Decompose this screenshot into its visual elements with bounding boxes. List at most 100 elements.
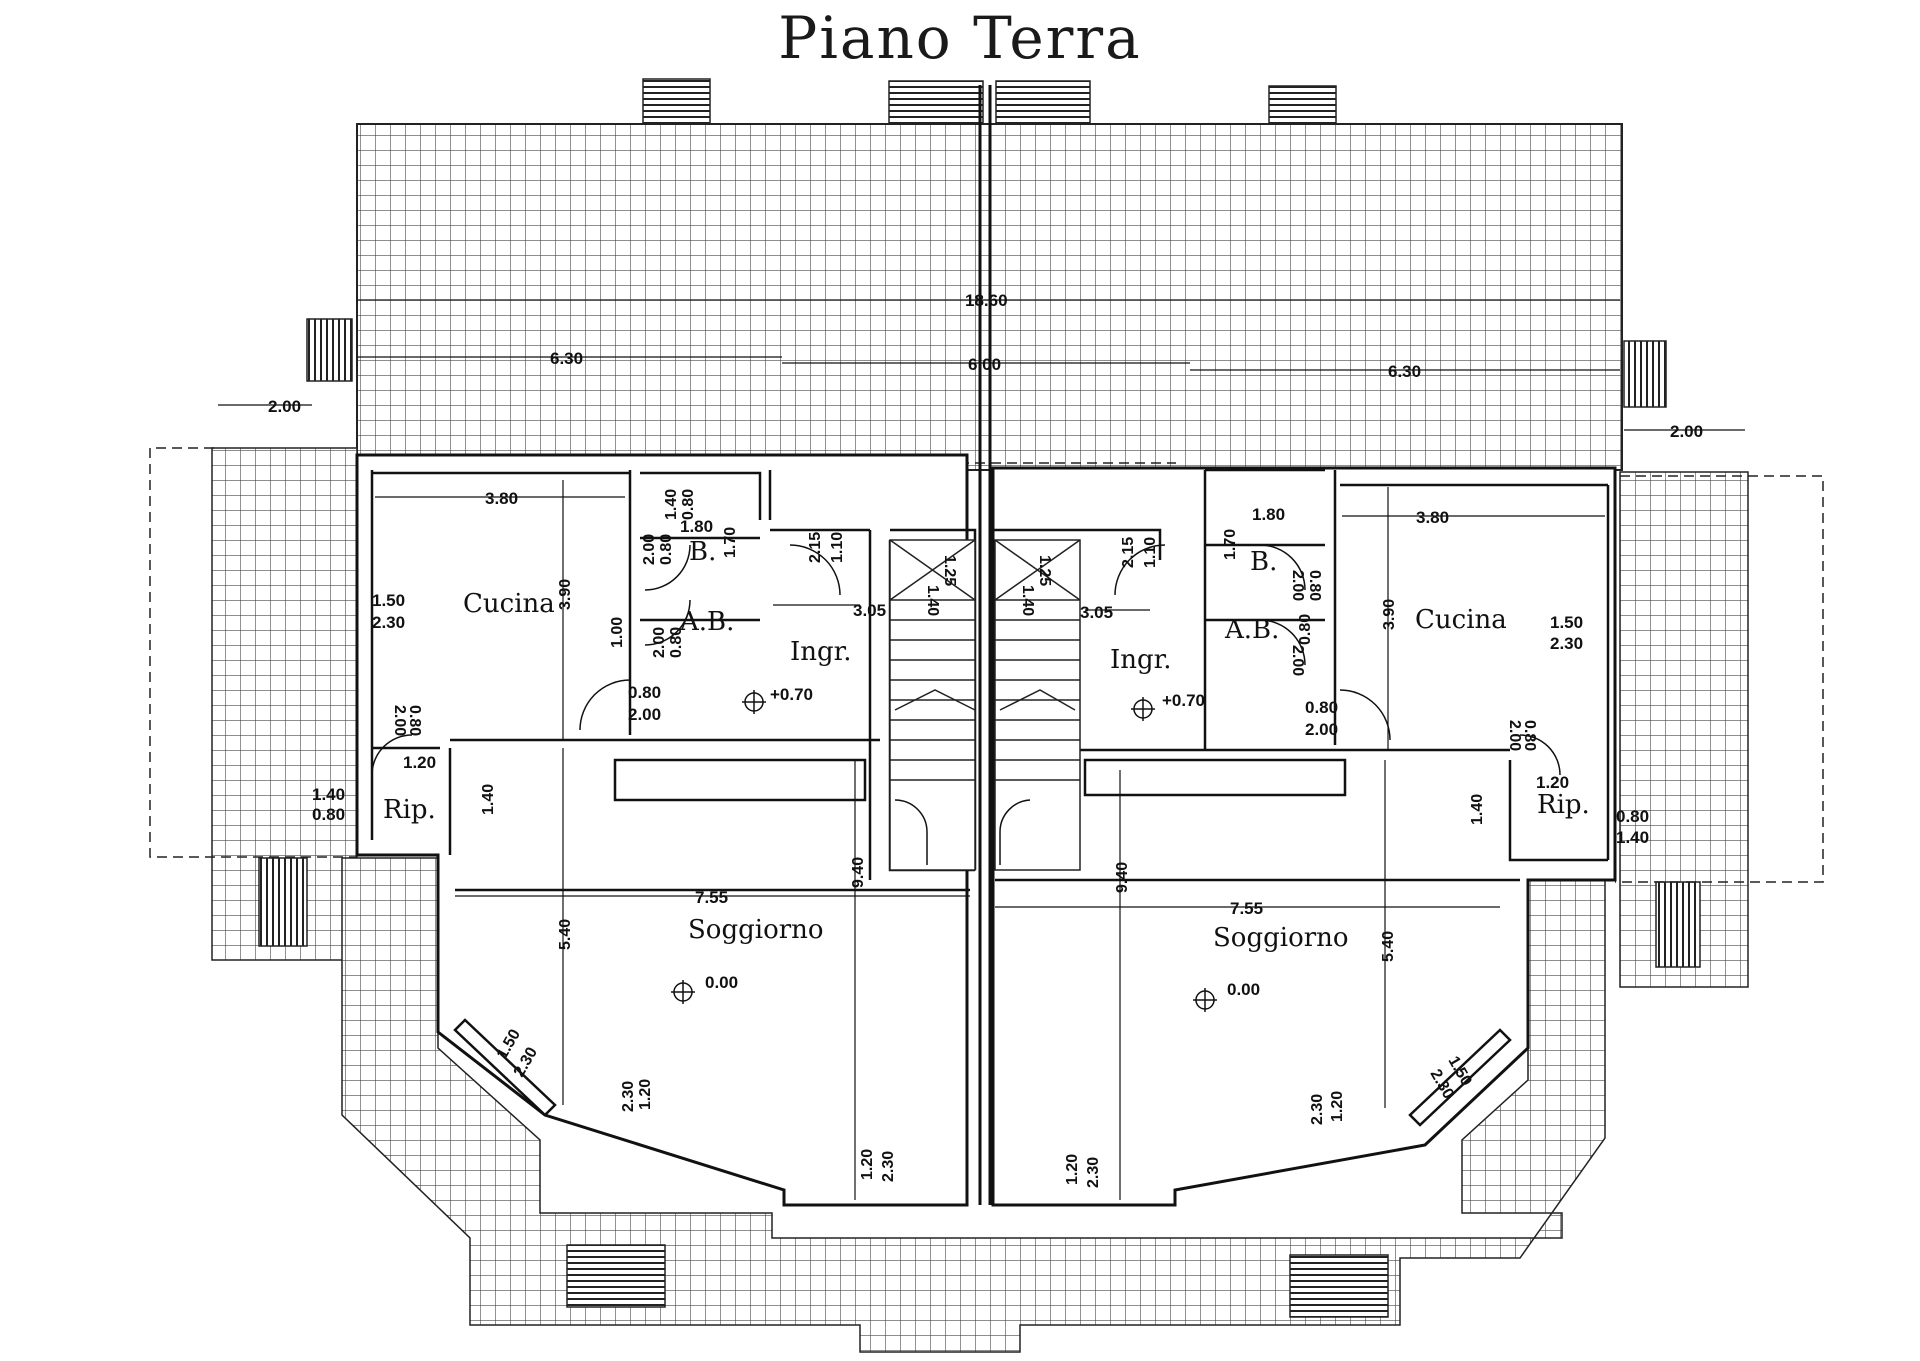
dim-kitchen-depth-left: 3.90 [557, 579, 574, 610]
party-wall [978, 85, 992, 1205]
window-storage-left-h: 1.40 [312, 785, 345, 804]
room-kitchen-right: Cucina [1415, 605, 1507, 635]
dim-stair-b-left: 1.25 [941, 555, 958, 586]
door-antibath-right-w: 0.80 [1297, 614, 1314, 645]
door-kitchen-right-h: 2.00 [1305, 720, 1338, 739]
dim-entrance-width-left: 3.05 [853, 601, 886, 620]
room-antibath-right: A.B. [1224, 615, 1279, 645]
room-antibath-left: A.B. [679, 607, 734, 637]
dimension-lines [218, 299, 1745, 1200]
level-labels: +0.70 +0.70 0.00 0.00 [705, 685, 1260, 999]
door-storage-right-h: 2.00 [1506, 720, 1523, 751]
dimension-labels-vertical: 3.90 3.90 1.70 1.70 1.00 1.40 1.40 5.40 … [480, 527, 1486, 962]
door-kitchen-left-h: 2.00 [628, 705, 661, 724]
dim-antibath-depth-left: 1.00 [609, 617, 626, 648]
room-kitchen-left: Cucina [463, 589, 555, 619]
bay-window-right [1408, 1028, 1512, 1127]
window-bath-left-w: 0.80 [680, 489, 697, 520]
dim-storage-left: 1.20 [403, 753, 436, 772]
dim-kitchen-width-left: 3.80 [485, 489, 518, 508]
dim-stair-a-left: 1.40 [924, 585, 941, 616]
level-entrance-right: +0.70 [1162, 691, 1205, 710]
bay-window-left [453, 1018, 557, 1117]
window-kitchen-right-w: 1.50 [1550, 613, 1583, 632]
room-labels-right: Cucina B. A.B. Ingr. Rip. Soggiorno [1110, 547, 1590, 953]
window-entrance-left-h: 2.15 [807, 532, 824, 563]
dim-corridor-left: 1.40 [480, 784, 497, 815]
window-entrance-left-w: 1.10 [829, 532, 846, 563]
level-entrance-left: +0.70 [770, 685, 813, 704]
door-antibath-left-w: 0.80 [668, 627, 685, 658]
dim-bath-width-left: 1.80 [680, 517, 713, 536]
level-living-right: 0.00 [1227, 980, 1260, 999]
door-storage-left-w: 0.80 [406, 705, 423, 736]
window-living-right-b-w: 1.20 [1329, 1091, 1346, 1122]
window-storage-right-h: 1.40 [1616, 828, 1649, 847]
window-kitchen-left-h: 2.30 [372, 613, 405, 632]
exterior-steps [258, 78, 1701, 1318]
door-kitchen-left-w: 0.80 [628, 683, 661, 702]
room-bath-right: B. [1250, 547, 1277, 577]
level-living-left: 0.00 [705, 973, 738, 992]
dim-right-wing: 6.30 [1388, 362, 1421, 381]
window-living-left-a-w: 1.20 [637, 1079, 654, 1110]
dim-bath-depth-right: 1.70 [1222, 529, 1239, 560]
dim-bath-depth-left: 1.70 [722, 527, 739, 558]
dim-depth-total-left: 9.40 [850, 857, 867, 888]
dim-living-depth-right: 5.40 [1380, 931, 1397, 962]
dim-total-width: 18.60 [965, 291, 1008, 310]
door-storage-right-w: 0.80 [1521, 720, 1538, 751]
door-bath-left-w: 0.80 [658, 534, 675, 565]
window-living-left-b-h: 2.30 [880, 1151, 897, 1182]
window-bath-left-h: 1.40 [663, 489, 680, 520]
room-bath-left: B. [689, 537, 716, 567]
room-labels-left: Cucina B. A.B. Ingr. Rip. Soggiorno [383, 537, 852, 945]
plan-title: Piano Terra [778, 4, 1141, 72]
dim-center: 6.00 [968, 355, 1001, 374]
stairs [889, 539, 1081, 871]
dim-living-depth-left: 5.40 [557, 919, 574, 950]
dim-stair-a-right: 1.40 [1019, 585, 1036, 616]
dimension-labels-horizontal: 18.60 6.30 6.00 6.30 2.00 2.00 3.80 3.80… [268, 291, 1703, 918]
dim-kitchen-depth-right: 3.90 [1381, 599, 1398, 630]
room-storage-left: Rip. [383, 795, 436, 825]
dim-depth-total-right: 9.40 [1114, 862, 1131, 893]
window-living-right-a-w: 1.20 [1064, 1154, 1081, 1185]
room-living-left: Soggiorno [688, 915, 824, 945]
dim-bath-width-right: 1.80 [1252, 505, 1285, 524]
interior-walls-right [990, 468, 1610, 882]
window-entrance-right-h: 2.15 [1120, 537, 1137, 568]
room-entrance-right: Ingr. [1110, 645, 1172, 675]
paved-terrace-right [1619, 471, 1749, 988]
window-living-left-b-w: 1.20 [859, 1149, 876, 1180]
building-walls [355, 453, 1617, 1207]
door-antibath-left-h: 2.00 [651, 627, 668, 658]
room-entrance-left: Ingr. [790, 637, 852, 667]
window-storage-left-w: 0.80 [312, 805, 345, 824]
door-bath-right-h: 2.00 [1289, 570, 1306, 601]
door-swings [371, 544, 1561, 865]
window-entrance-right-w: 1.10 [1142, 537, 1159, 568]
room-storage-right: Rip. [1537, 790, 1590, 820]
window-storage-right-w: 0.80 [1616, 807, 1649, 826]
dim-left-porch: 2.00 [268, 397, 301, 416]
window-living-right-b-h: 2.30 [1309, 1094, 1326, 1125]
dim-entrance-width-right: 3.05 [1080, 603, 1113, 622]
level-markers [671, 690, 1217, 1012]
window-living-right-a-h: 2.30 [1085, 1157, 1102, 1188]
door-antibath-right-h: 2.00 [1289, 645, 1306, 676]
dim-right-porch: 2.00 [1670, 422, 1703, 441]
dim-living-width-left: 7.55 [695, 888, 728, 907]
dim-corridor-right: 1.40 [1469, 794, 1486, 825]
room-living-right: Soggiorno [1213, 923, 1349, 953]
dim-kitchen-width-right: 3.80 [1416, 508, 1449, 527]
dim-living-width-right: 7.55 [1230, 899, 1263, 918]
dim-stair-b-right: 1.25 [1036, 555, 1053, 586]
dim-left-wing: 6.30 [550, 349, 583, 368]
window-kitchen-right-h: 2.30 [1550, 634, 1583, 653]
dim-storage-right: 1.20 [1536, 773, 1569, 792]
door-storage-left-h: 2.00 [391, 705, 408, 736]
window-living-left-a-h: 2.30 [620, 1081, 637, 1112]
window-kitchen-left-w: 1.50 [372, 591, 405, 610]
